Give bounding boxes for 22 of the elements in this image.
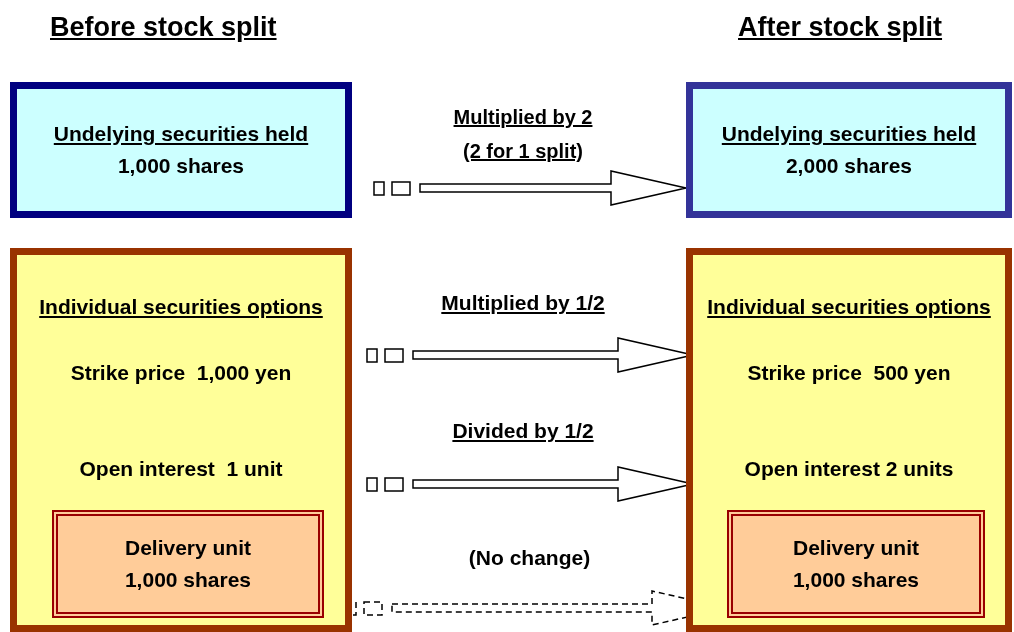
securities-box <box>10 82 352 218</box>
box-text: 1,000 shares <box>116 153 246 179</box>
box-text: Delivery unit <box>791 535 920 561</box>
options-box <box>10 248 352 632</box>
delivery-unit-box <box>52 510 324 618</box>
open-interest-text: Open interest 2 units <box>693 453 1005 485</box>
box-heading: Undelying securities held <box>720 121 978 147</box>
box-text: Delivery unit <box>123 535 252 561</box>
delivery-unit-box <box>727 510 985 618</box>
strike-price-text: Strike price 500 yen <box>693 357 1005 389</box>
strike-price-text: Strike price 1,000 yen <box>17 357 345 389</box>
box-text: 2,000 shares <box>784 153 914 179</box>
securities-box <box>686 82 1012 218</box>
column-heading: Before stock split <box>50 12 277 43</box>
open-interest-text: Open interest 1 unit <box>17 453 345 485</box>
box-text: 1,000 shares <box>123 567 253 593</box>
box-heading: Individual securities options <box>706 294 992 320</box>
box-heading: Individual securities options <box>38 294 324 320</box>
box-text: 1,000 shares <box>791 567 921 593</box>
options-box <box>686 248 1012 632</box>
column-heading: After stock split <box>738 12 943 43</box>
box-heading: Undelying securities held <box>52 121 310 147</box>
